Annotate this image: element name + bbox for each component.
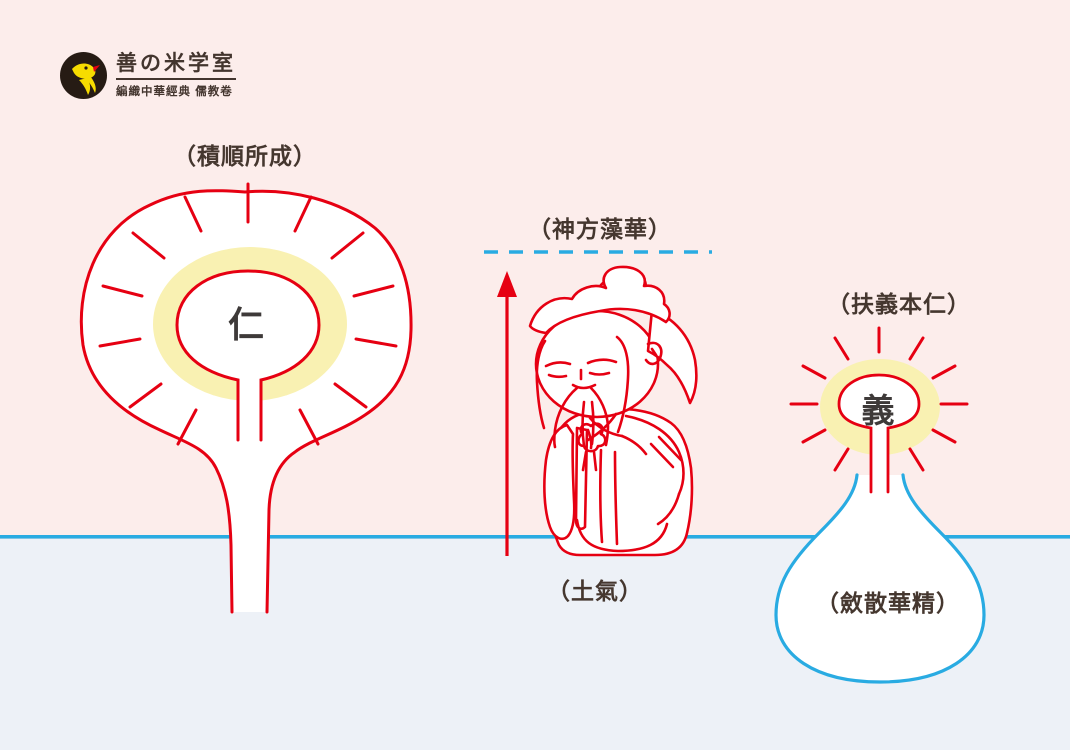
label-earth-qi: （土氣） [547,578,643,604]
sage-side-hair [646,308,698,405]
sage-figure [528,265,698,557]
label-support-yi: （扶義本仁） [827,291,971,317]
label-accumulated-harmony: （積順所成） [173,143,317,169]
logo-text: 善の米学室 編織中華經典 儒教卷 [116,52,236,99]
logo-title: 善の米学室 [116,52,236,81]
up-arrow [497,271,517,556]
ren-character: 仁 [227,304,265,345]
ren-balloon [79,182,413,614]
up-arrow-head [497,271,517,297]
label-gathered-essence: （斂散華精） [816,590,960,616]
swallow-bird-icon [72,63,100,95]
ren-inner-balloon [175,269,321,442]
flask-outline [774,473,986,684]
logo-badge [60,52,107,99]
sage-body-details [575,412,685,553]
yi-rays [789,326,969,472]
ground-line [0,535,1070,539]
yi-flask-group [774,326,986,684]
yi-bulb [837,373,921,494]
label-divine-blossom: （神方藻華） [528,216,672,242]
sage-face-details [535,335,663,449]
logo-subtitle: 編織中華經典 儒教卷 [116,86,233,99]
ren-rays [98,182,398,446]
yi-character: 義 [861,392,895,429]
sage-hair-cap [528,265,671,335]
sage-hanging-sleeve [543,423,576,540]
logo: 善の米学室 編織中華經典 儒教卷 [60,52,236,99]
